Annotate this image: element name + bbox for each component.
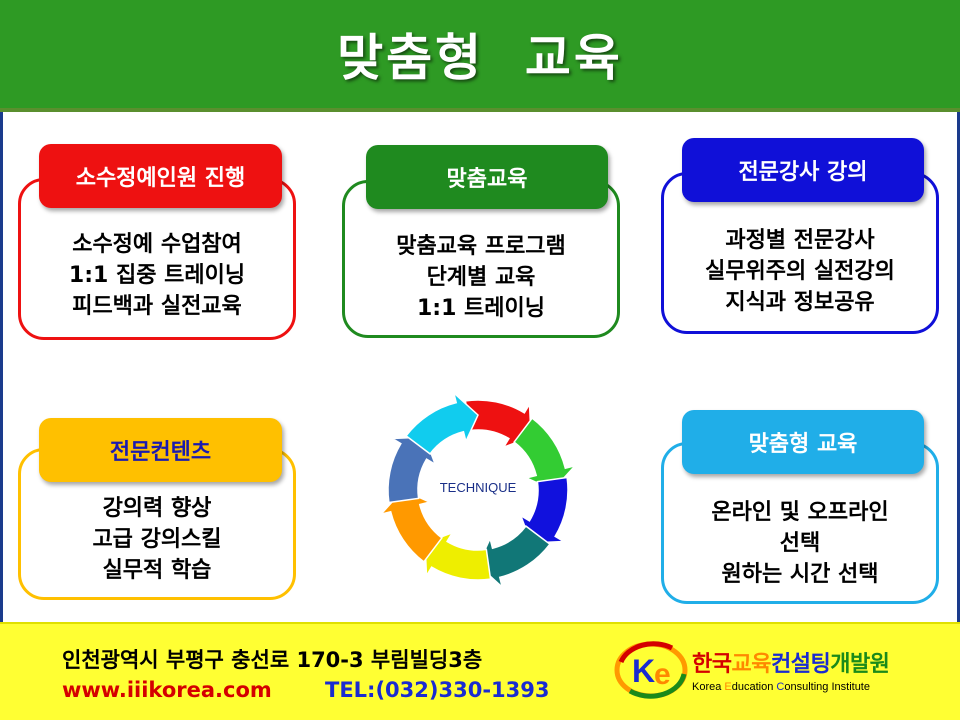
footer-bar [0,622,960,720]
card-line: 1:1 트레이닝 [416,296,546,321]
card-label-custom-education: 맞춤교육 [366,145,608,209]
card-line: 소수정예 수업참여 [72,232,242,257]
card-expert-lecture-body: 과정별 전문강사 실무위주의 실전강의 지식과 정보공유 [664,225,936,318]
logo-name-part: 교육 [731,652,771,677]
footer-website-link[interactable]: www.iiikorea.com [62,678,272,702]
cycle-center-label: TECHNIQUE [440,480,517,495]
logo-subtitle-part: C [776,681,785,693]
card-small-group-body: 소수정예 수업참여 1:1 집중 트레이닝 피드백과 실전교육 [21,229,293,322]
footer-address: 인천광역시 부평구 충선로 170-3 부림빌딩3층 [62,648,483,672]
logo-name-part: 개발원 [830,652,890,677]
header-banner: 맞춤형 교육 [0,0,960,112]
card-label-expert-content: 전문컨텐츠 [39,418,282,482]
card-custom-education-body: 맞춤교육 프로그램 단계별 교육 1:1 트레이닝 [345,231,617,324]
card-line: 1:1 집중 트레이닝 [68,263,246,288]
logo-name: 한국교육컨설팅개발원 [692,646,890,678]
logo-name-part: 한국 [692,652,732,677]
logo-subtitle-part: Korea [692,681,725,693]
card-label-expert-lecture: 전문강사 강의 [682,138,924,202]
card-line: 고급 강의스킬 [92,527,222,552]
company-logo-icon: K e [614,641,688,699]
card-label-custom-type-education: 맞춤형 교육 [682,410,924,474]
logo-subtitle-part: ducation [731,681,777,693]
logo-subtitle: Korea Education Consulting Institute [692,681,870,693]
card-line: 과정별 전문강사 [725,228,875,253]
cycle-arrow-segment [405,390,479,455]
card-line: 실무위주의 실전강의 [705,259,895,284]
logo-name-part: 컨설팅 [770,652,831,677]
card-line: 피드백과 실전교육 [72,294,242,319]
card-line: 맞춤교육 프로그램 [396,234,566,259]
logo-subtitle-part: onsulting Institute [784,681,870,693]
card-line: 온라인 및 오프라인 [711,500,889,525]
footer-phone: TEL:(032)330-1393 [325,678,550,702]
card-expert-content-body: 강의력 향상 고급 강의스킬 실무적 학습 [21,493,293,586]
cycle-arrows-diagram: TECHNIQUE [378,390,578,590]
card-custom-type-education-body: 온라인 및 오프라인 선택 원하는 시간 선택 [664,497,936,590]
logo-letter-k: K [632,653,655,689]
card-line: 지식과 정보공유 [725,290,875,315]
card-label-small-group: 소수정예인원 진행 [39,144,282,208]
card-line: 단계별 교육 [426,265,536,290]
card-line: 강의력 향상 [102,496,212,521]
card-line: 선택 [779,531,821,556]
logo-letter-e: e [654,658,671,691]
card-line: 원하는 시간 선택 [721,562,879,587]
logo-subtitle-part: E [724,681,732,693]
page-title: 맞춤형 교육 [337,29,623,87]
card-line: 실무적 학습 [102,558,212,583]
